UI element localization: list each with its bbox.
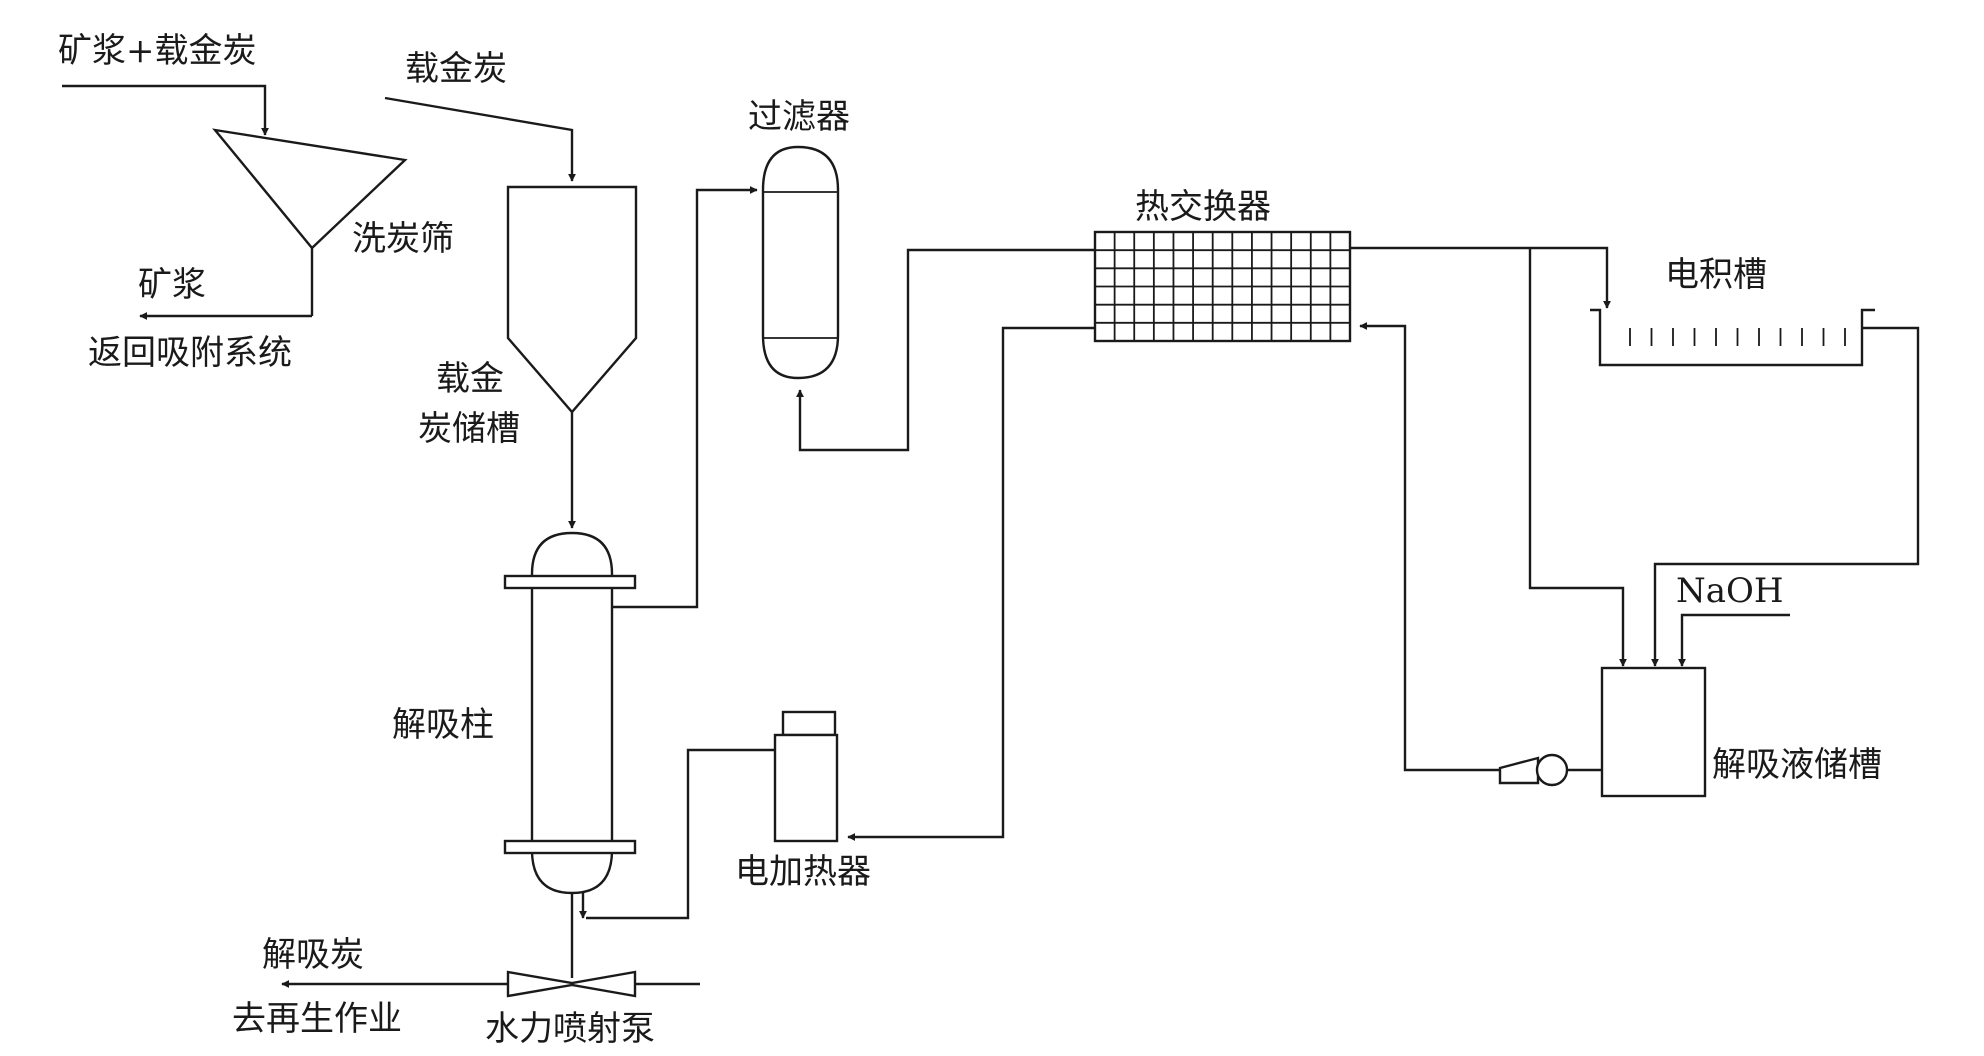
flow-tank-to-exchanger	[1359, 322, 1500, 772]
label-electric-heater: 电加热器	[735, 852, 871, 892]
flow-slurry-feed	[62, 84, 269, 136]
label-water-jet-pump: 水力喷射泵	[485, 1009, 655, 1049]
label-heat-exchanger: 热交换器	[1135, 187, 1271, 227]
label-slurry: 矿浆	[138, 265, 206, 305]
label-to-regeneration: 去再生作业	[232, 999, 402, 1039]
flow-exchanger-to-filter	[796, 248, 1095, 452]
circulation-pump	[1498, 753, 1602, 787]
electric-heater	[773, 710, 839, 843]
flow-exchanger-to-heater	[847, 326, 1095, 841]
label-loaded-carbon-in: 载金炭	[405, 49, 507, 89]
water-jet-pump	[506, 970, 637, 998]
label-return-adsorption: 返回吸附系统	[88, 333, 292, 373]
label-storage-tank-line1: 载金	[436, 359, 504, 399]
flow-exchanger-to-cell	[1350, 246, 1611, 309]
flow-column-to-filter	[612, 186, 758, 609]
electrowinning-cell	[1590, 308, 1875, 367]
label-slurry-loaded-carbon: 矿浆+载金炭	[58, 31, 257, 71]
loaded-carbon-storage-tank	[506, 185, 638, 414]
solution-storage-tank	[1600, 666, 1707, 798]
label-storage-tank-line2: 炭储槽	[418, 409, 520, 449]
flow-naoh-in	[1678, 613, 1790, 667]
desorption-column	[503, 531, 637, 895]
label-desorption-column: 解吸柱	[392, 705, 494, 745]
label-solution-tank: 解吸液储槽	[1712, 745, 1882, 785]
filter	[761, 145, 840, 380]
flow-cell-to-tank	[1651, 326, 1920, 667]
flow-loaded-carbon-in	[384, 96, 576, 182]
label-filter: 过滤器	[748, 97, 850, 137]
label-electrowinning-cell: 电积槽	[1665, 255, 1767, 295]
carbon-washing-screen	[212, 128, 408, 316]
flow-heater-to-column	[583, 748, 775, 918]
label-naoh: NaOH	[1676, 571, 1784, 611]
label-carbon-screen: 洗炭筛	[352, 219, 454, 259]
flow-bypass-to-tank	[1528, 248, 1627, 667]
label-stripped-carbon: 解吸炭	[262, 935, 364, 975]
heat-exchanger	[1093, 230, 1352, 343]
